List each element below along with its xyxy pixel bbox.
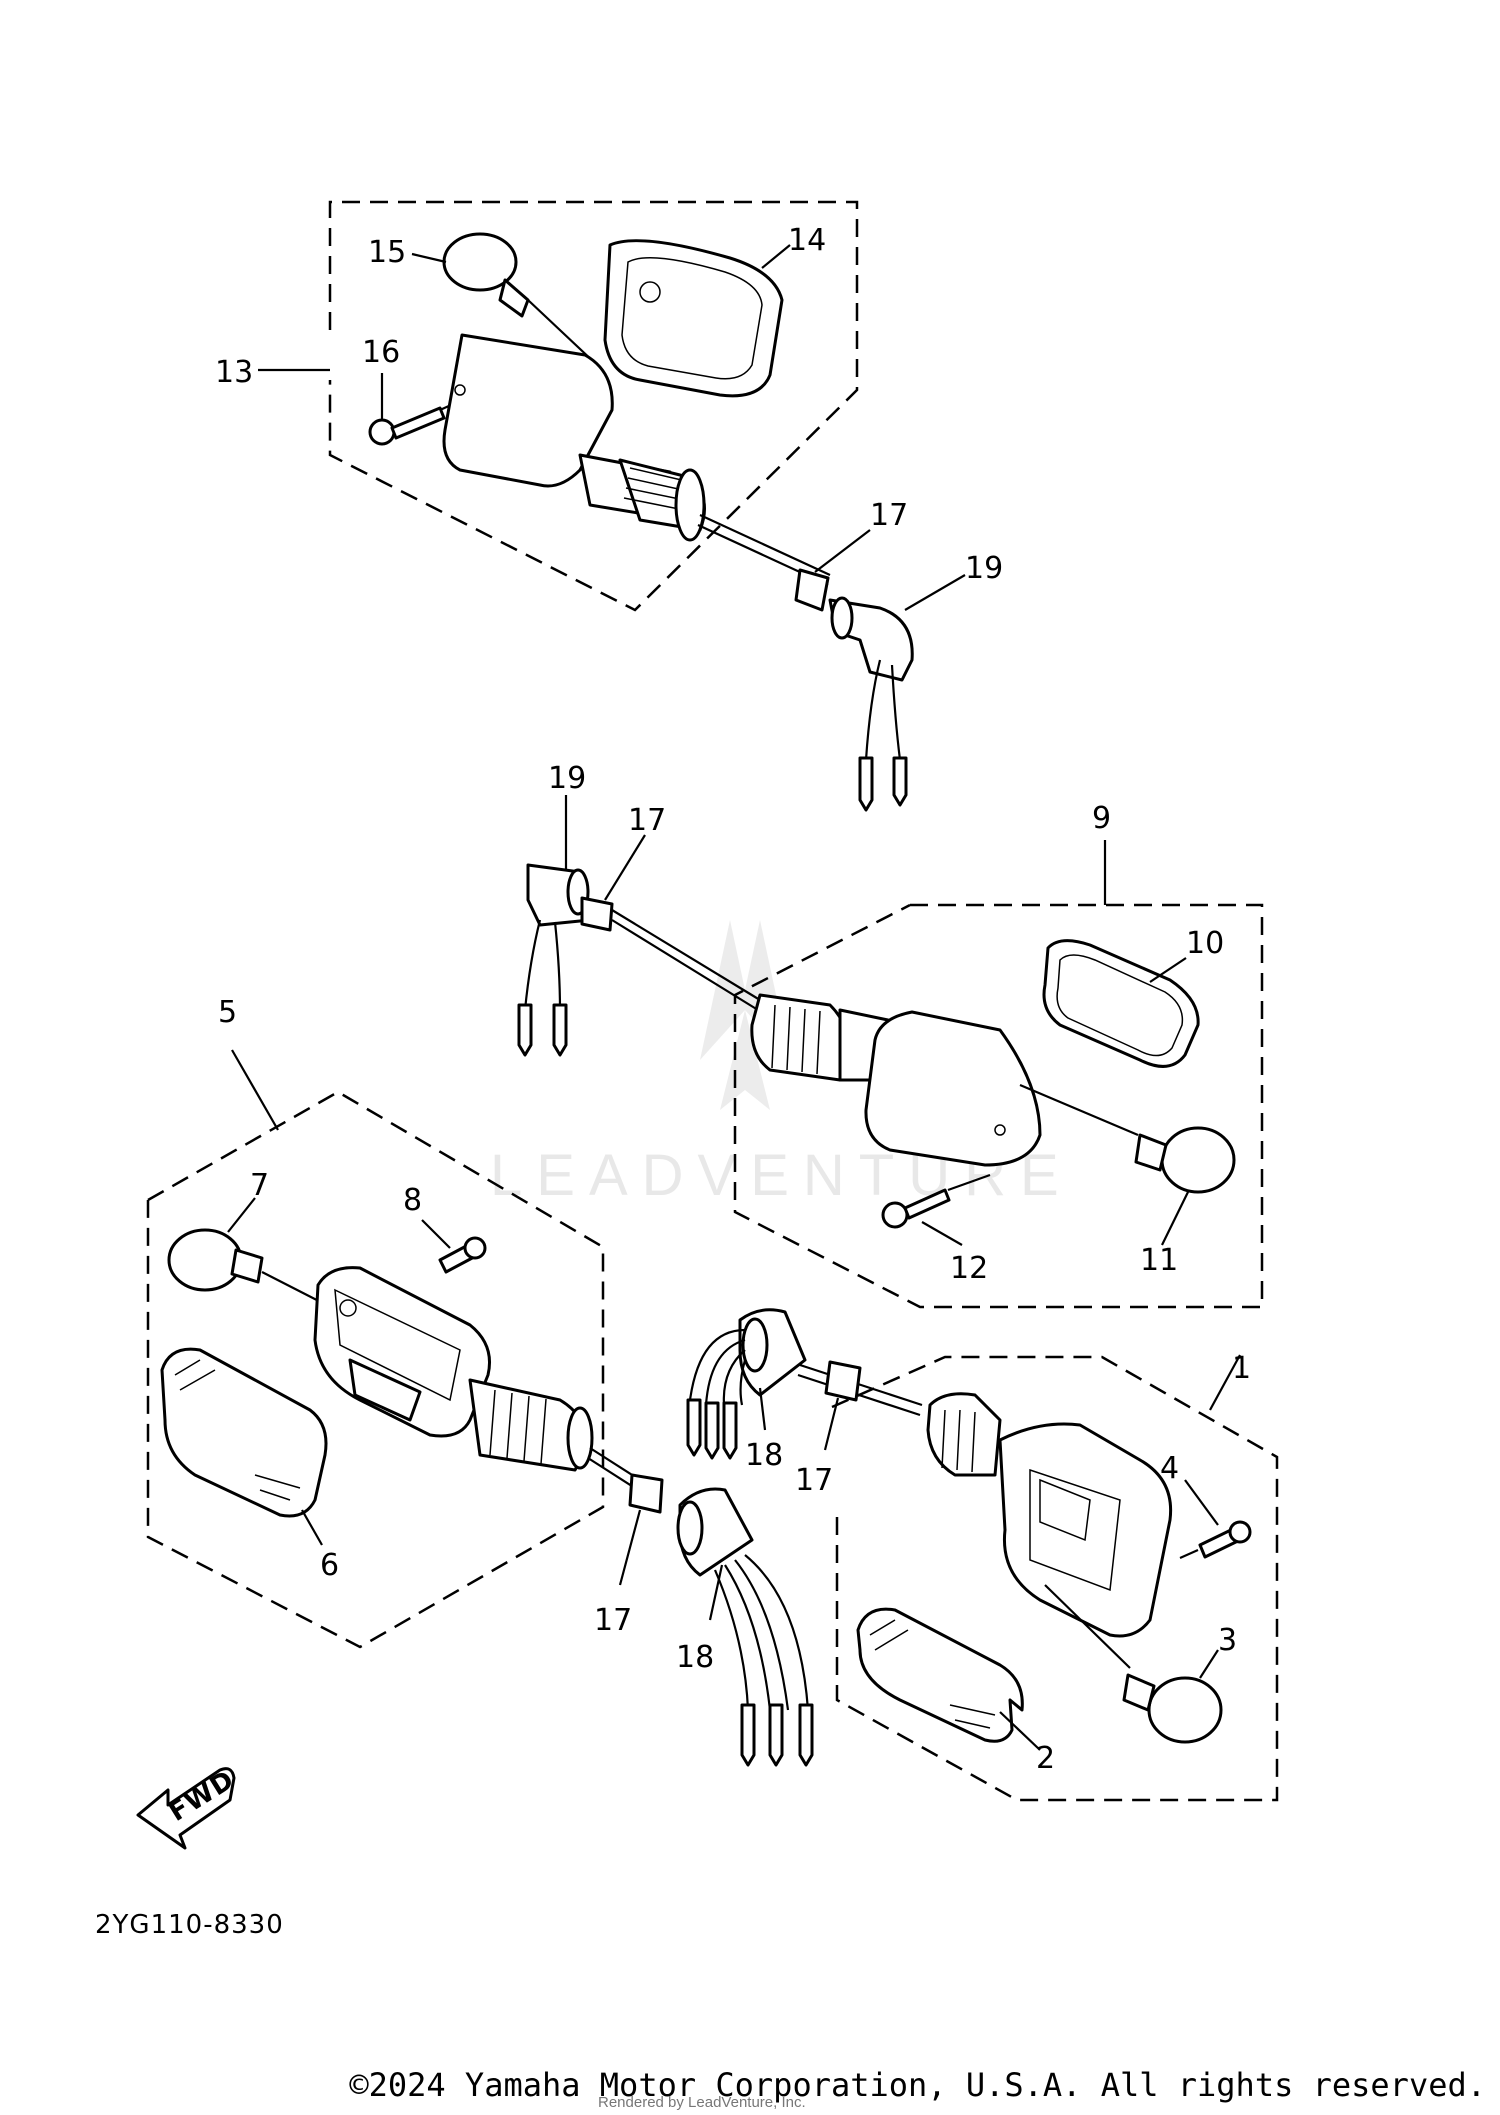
grommet-17-middle bbox=[580, 896, 614, 932]
callout-7: 7 bbox=[250, 1168, 269, 1203]
fwd-arrow-icon: FWD bbox=[136, 1765, 240, 1850]
callout-19-top: 19 bbox=[965, 551, 1003, 586]
callout-5: 5 bbox=[218, 995, 237, 1030]
boot-19-middle bbox=[517, 863, 592, 1057]
callout-4: 4 bbox=[1160, 1451, 1179, 1486]
housing-9 bbox=[750, 993, 1139, 1167]
watermark: LEADVENTURE bbox=[490, 920, 1059, 1208]
callout-16: 16 bbox=[362, 335, 400, 370]
callout-17-lower-left: 17 bbox=[594, 1603, 632, 1638]
callout-9: 9 bbox=[1092, 801, 1111, 836]
diagram-code: 2YG110-8330 bbox=[95, 1910, 284, 1940]
housing-5 bbox=[313, 1266, 641, 1491]
bulb-3 bbox=[1122, 1673, 1223, 1744]
assembly-5-dashed-boundary bbox=[146, 1090, 605, 1649]
callout-2: 2 bbox=[1036, 1741, 1055, 1776]
lens-2 bbox=[856, 1607, 1024, 1743]
callout-19-middle: 19 bbox=[548, 761, 586, 796]
callout-17-middle: 17 bbox=[628, 803, 666, 838]
boot-19-top bbox=[828, 596, 914, 812]
callout-11: 11 bbox=[1140, 1243, 1178, 1278]
boot-18-upper bbox=[686, 1308, 807, 1460]
bulb-15 bbox=[442, 232, 597, 365]
grommet-17-lower-left bbox=[628, 1473, 664, 1514]
callout-17-top: 17 bbox=[870, 498, 908, 533]
assembly-9-dashed-boundary bbox=[733, 903, 1264, 1309]
assembly-13-dashed-boundary bbox=[328, 200, 859, 612]
callout-14: 14 bbox=[788, 223, 826, 258]
bulb-7 bbox=[167, 1228, 396, 1341]
screw-4 bbox=[1198, 1520, 1252, 1559]
callouts: 1 2 3 4 5 6 7 8 9 10 11 12 13 14 15 16 1… bbox=[215, 223, 1251, 1776]
lens-6 bbox=[160, 1347, 328, 1518]
copyright-notice: ©2024 Yamaha Motor Corporation, U.S.A. A… bbox=[349, 2066, 1486, 2104]
callout-8: 8 bbox=[403, 1183, 422, 1218]
callout-6: 6 bbox=[320, 1548, 339, 1583]
callout-3: 3 bbox=[1218, 1623, 1237, 1658]
callout-10: 10 bbox=[1186, 926, 1224, 961]
bulb-11 bbox=[1134, 1126, 1236, 1194]
grommet-17-top bbox=[794, 568, 830, 612]
callout-13: 13 bbox=[215, 355, 253, 390]
screw-8 bbox=[438, 1236, 487, 1274]
lens-14 bbox=[603, 239, 784, 398]
callout-18-upper: 18 bbox=[745, 1438, 783, 1473]
screw-12 bbox=[881, 1188, 951, 1229]
callout-1: 1 bbox=[1232, 1351, 1251, 1386]
lens-10 bbox=[1042, 939, 1200, 1068]
grommet-17-upper bbox=[824, 1360, 862, 1402]
callout-17-upper: 17 bbox=[795, 1463, 833, 1498]
assembly-1-dashed-boundary bbox=[831, 1355, 1279, 1802]
housing-1 bbox=[926, 1392, 1173, 1669]
boot-18-lower-left bbox=[676, 1487, 814, 1767]
housing-13 bbox=[442, 333, 831, 586]
screw-16 bbox=[368, 373, 446, 446]
callout-12: 12 bbox=[950, 1251, 988, 1286]
rendered-by-notice: Rendered by LeadVenture, Inc. bbox=[598, 2094, 806, 2111]
callout-18-lower-left: 18 bbox=[676, 1640, 714, 1675]
callout-15: 15 bbox=[368, 235, 406, 270]
